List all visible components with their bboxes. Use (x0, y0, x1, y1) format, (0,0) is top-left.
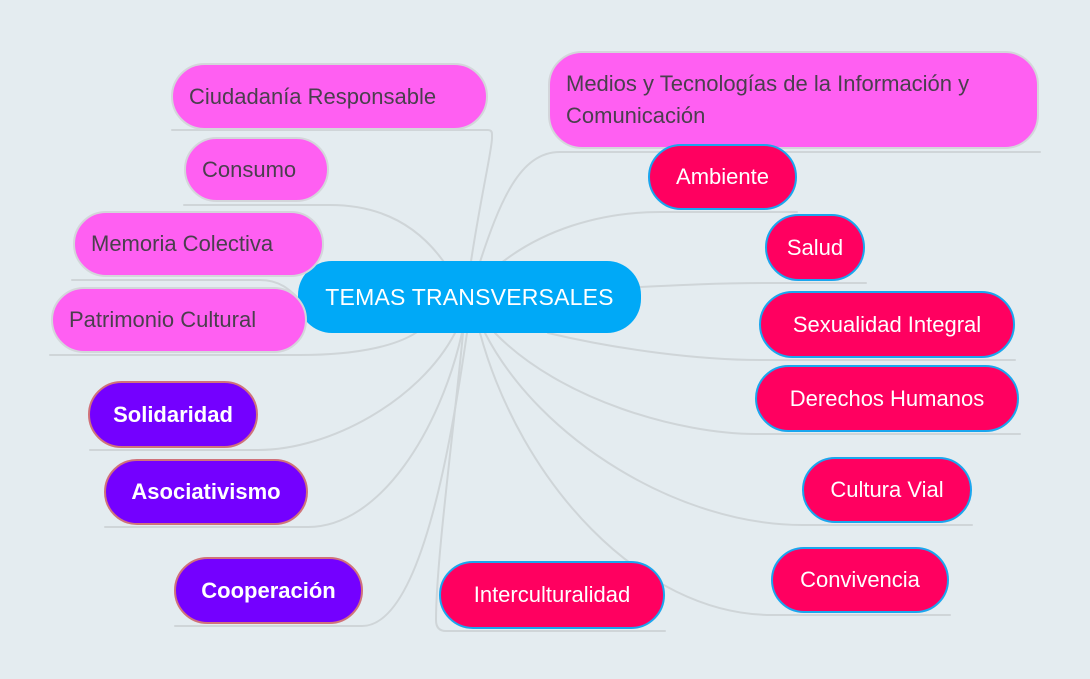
central-topic[interactable]: TEMAS TRANSVERSALES (298, 261, 641, 333)
connector-derechos (494, 332, 1021, 435)
topic-ciudadania-responsable[interactable]: Ciudadanía Responsable (171, 63, 488, 130)
connector-ambiente (494, 211, 798, 269)
topic-consumo[interactable]: Consumo (184, 137, 329, 202)
topic-label: Asociativismo (131, 479, 281, 504)
topic-memoria-colectiva[interactable]: Memoria Colectiva (73, 211, 324, 277)
connector-convivencia (479, 332, 951, 616)
topic-label: Derechos Humanos (789, 385, 985, 411)
topic-label: Sexualidad Integral (792, 311, 982, 337)
topic-label: Interculturalidad (473, 582, 631, 607)
central-topic-label: TEMAS TRANSVERSALES (325, 283, 614, 310)
topic-label: Patrimonio Cultural (69, 307, 257, 332)
topic-medios-tecnologias[interactable]: Medios y Tecnologías de la Información y… (548, 51, 1039, 149)
connector-patrimonio (49, 329, 421, 356)
connector-salud (619, 282, 867, 289)
topic-cultura-vial[interactable]: Cultura Vial (802, 457, 972, 523)
topic-label: Ciudadanía Responsable (189, 83, 437, 109)
connector-asociativismo (104, 332, 463, 528)
topic-cooperacion[interactable]: Cooperación (174, 557, 363, 624)
topic-salud[interactable]: Salud (765, 214, 865, 281)
topic-label: Cultura Vial (830, 477, 944, 502)
topic-interculturalidad[interactable]: Interculturalidad (439, 561, 665, 629)
connector-consumo (183, 204, 449, 269)
topic-label: Consumo (202, 156, 297, 182)
topic-asociativismo[interactable]: Asociativismo (104, 459, 308, 525)
topic-label: Convivencia (800, 567, 920, 592)
topic-label: Solidaridad (113, 401, 233, 427)
topic-patrimonio-cultural[interactable]: Patrimonio Cultural (51, 287, 307, 353)
connector-sexualidad (547, 332, 1016, 361)
connector-medios (477, 151, 1041, 269)
connector-interculturalidad (434, 332, 666, 632)
topic-label: Cooperación (201, 577, 336, 603)
topic-ambiente[interactable]: Ambiente (648, 144, 797, 210)
topic-label: Ambiente (676, 164, 769, 189)
topic-solidaridad[interactable]: Solidaridad (88, 381, 258, 448)
connector-ciudadania (171, 129, 493, 269)
connector-cultura-vial (484, 332, 973, 526)
topic-convivencia[interactable]: Convivencia (771, 547, 949, 613)
connector-cooperacion (174, 332, 468, 627)
topic-label: Medios y Tecnologías de la Información y… (566, 71, 970, 128)
topic-derechos-humanos[interactable]: Derechos Humanos (755, 365, 1019, 432)
topic-label: Salud (786, 234, 844, 260)
topic-label: Memoria Colectiva (91, 231, 274, 256)
topic-sexualidad-integral[interactable]: Sexualidad Integral (759, 291, 1015, 358)
connector-solidaridad (89, 332, 456, 451)
